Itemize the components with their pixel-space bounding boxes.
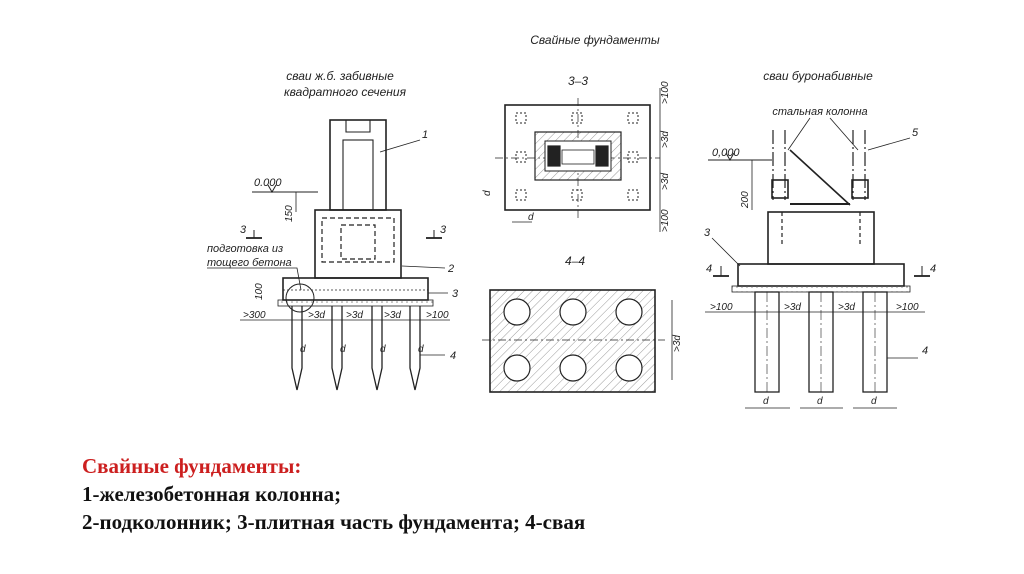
c33-dim-100-bot: >100 — [660, 209, 671, 232]
c33-dim-3d-a: >3d — [660, 131, 671, 148]
left-dim-3d-3: >3d — [384, 310, 401, 321]
right-section-mark-b: 4 — [930, 263, 936, 275]
steel-column-label: стальная колонна — [772, 106, 867, 118]
c33-d-horiz: d — [528, 212, 534, 223]
left-dim-100b: >100 — [426, 310, 449, 321]
section-4-4-title: 4–4 — [565, 254, 585, 268]
concrete-preparation — [277, 299, 434, 307]
right-column-socket — [767, 211, 875, 265]
left-dim-100: 100 — [254, 283, 265, 300]
prep-label-line2: тощего бетона — [207, 257, 292, 269]
foundation-slab — [282, 277, 429, 301]
left-d-1: d — [300, 344, 306, 355]
right-d-3: d — [871, 396, 877, 407]
right-level: 0,000 — [712, 147, 740, 159]
left-level: 0.000 — [254, 177, 282, 189]
right-dim-3d-a: >3d — [784, 302, 801, 313]
caption-line2: 2-подколонник; 3-плитная часть фундамент… — [82, 510, 586, 534]
steel-columns — [771, 130, 869, 206]
right-preparation — [731, 285, 911, 293]
section-3-3: 3–3 >100 >3d >3d >100 d d — [482, 74, 671, 232]
right-elevation: сваи буронабивные стальная колонна — [704, 69, 936, 409]
left-dim-300: >300 — [243, 310, 266, 321]
right-dim-3d-b: >3d — [838, 302, 855, 313]
right-d-1: d — [763, 396, 769, 407]
left-dim-150: 150 — [284, 205, 295, 222]
left-section-mark-a: 3 — [240, 224, 247, 236]
right-dim-100-a: >100 — [710, 302, 733, 313]
right-callout-4: 4 — [922, 345, 928, 357]
left-callout-4: 4 — [450, 350, 456, 362]
right-dim-100-b: >100 — [896, 302, 919, 313]
reinforced-concrete-column — [329, 119, 387, 211]
right-callout-3: 3 — [704, 227, 711, 239]
left-d-4: d — [418, 344, 424, 355]
right-callout-5: 5 — [912, 127, 919, 139]
prep-label-line1: подготовка из — [207, 243, 283, 255]
caption-title: Свайные фундаменты: — [82, 454, 302, 478]
right-foundation-slab — [737, 263, 905, 287]
detail-circle — [285, 283, 315, 313]
right-title: сваи буронабивные — [763, 69, 873, 83]
left-callout-3: 3 — [452, 288, 459, 300]
section-4-4: 4–4 >3d — [482, 254, 683, 393]
left-section-mark-b: 3 — [440, 224, 447, 236]
c44-dim-3d: >3d — [672, 335, 683, 352]
driven-piles — [291, 306, 421, 391]
left-dim-3d-2: >3d — [346, 310, 363, 321]
column-socket — [314, 209, 402, 279]
section-3-3-title: 3–3 — [568, 74, 588, 88]
left-d-2: d — [340, 344, 346, 355]
left-title-line1: сваи ж.б. забивные — [286, 69, 394, 83]
left-d-3: d — [380, 344, 386, 355]
right-dim-200: 200 — [740, 191, 751, 209]
left-title-line2: квадратного сечения — [284, 85, 407, 99]
c33-dim-100-top: >100 — [660, 81, 671, 104]
left-elevation: сваи ж.б. забивные квадратного сечения — [207, 69, 459, 391]
left-dim-3d-1: >3d — [308, 310, 325, 321]
c33-d-vert: d — [482, 190, 493, 196]
main-title: Свайные фундаменты — [530, 33, 660, 47]
bored-piles — [754, 291, 888, 393]
left-callout-2: 2 — [447, 263, 454, 275]
caption: Свайные фундаменты: 1-железобетонная кол… — [82, 452, 585, 536]
right-section-mark-a: 4 — [706, 263, 712, 275]
left-callout-1: 1 — [422, 129, 428, 141]
caption-line1: 1-железобетонная колонна; — [82, 482, 342, 506]
right-d-2: d — [817, 396, 823, 407]
pile-foundation-drawing: Свайные фундаменты сваи ж.б. забивные кв… — [207, 33, 936, 409]
c33-dim-3d-b: >3d — [660, 173, 671, 190]
